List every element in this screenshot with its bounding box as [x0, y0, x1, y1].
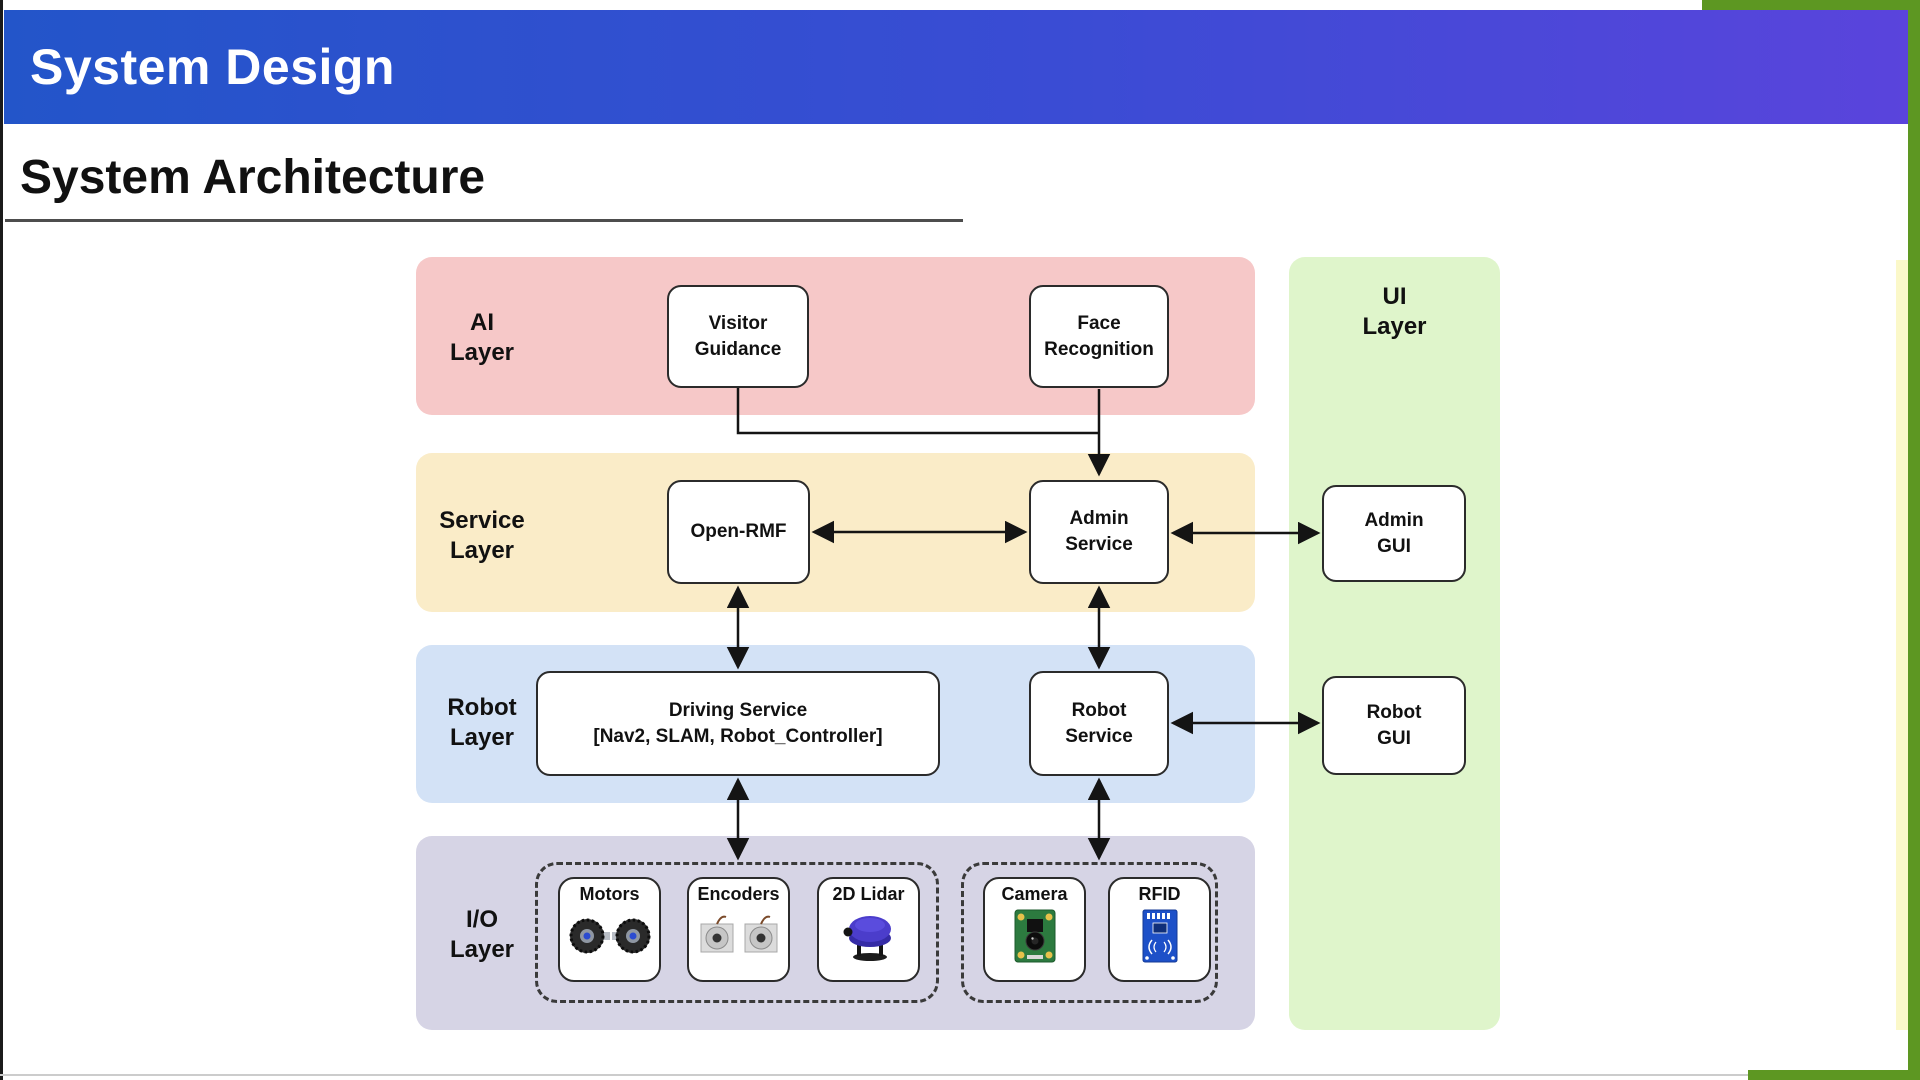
io-item-camera: Camera: [983, 877, 1086, 982]
io-group-vision-id: [961, 862, 1218, 1003]
layer-label-service: Service Layer: [439, 507, 525, 564]
node-admin-service: Admin Service: [1029, 480, 1169, 584]
node-driving-service: Driving Service [Nav2, SLAM, Robot_Contr…: [536, 671, 940, 776]
motors-photo: [569, 918, 650, 954]
io-item-label: Motors: [579, 884, 640, 904]
layer-label-ui: UI Layer: [1362, 283, 1427, 340]
right-yellow-strip: [1896, 260, 1908, 1030]
node-admin-gui: Admin GUI: [1322, 485, 1466, 582]
bottom-right-green-bar: [1748, 1070, 1920, 1080]
layer-label-robot: Robot Layer: [447, 694, 517, 751]
slide-header: System Design: [4, 10, 1914, 124]
io-item-rfid: RFID: [1108, 877, 1211, 982]
slide-title: System Design: [30, 39, 395, 95]
io-item-2d-lidar: 2D Lidar: [817, 877, 920, 982]
lidar-photo: [843, 916, 891, 961]
node-open-rmf: Open-RMF: [667, 480, 810, 584]
layer-panel-ui: [1289, 257, 1500, 1030]
io-item-label: 2D Lidar: [832, 884, 905, 904]
layer-label-ai: AI Layer: [449, 309, 515, 366]
bottom-divider: [0, 1074, 1920, 1076]
heading-underline: [5, 219, 963, 222]
section-heading: System Architecture: [20, 151, 486, 204]
right-green-strip: [1908, 0, 1920, 1080]
io-item-label: Encoders: [697, 884, 780, 904]
io-item-label: Camera: [1001, 884, 1068, 904]
node-robot-service: Robot Service: [1029, 671, 1169, 776]
io-item-label: RFID: [1138, 884, 1181, 904]
left-edge-bar: [0, 0, 3, 1080]
rfid-photo: [1142, 909, 1177, 963]
encoders-photo: [700, 915, 777, 953]
layer-label-io: I/O Layer: [449, 906, 515, 963]
node-robot-gui: Robot GUI: [1322, 676, 1466, 775]
io-group-drive-sensors: [535, 862, 939, 1003]
camera-photo: [1014, 909, 1055, 963]
top-right-green-strip: [1702, 0, 1920, 10]
node-face-recognition: Face Recognition: [1029, 285, 1169, 388]
io-item-encoders: Encoders: [687, 877, 790, 982]
node-visitor-guidance: Visitor Guidance: [667, 285, 809, 388]
io-item-motors: Motors: [558, 877, 661, 982]
